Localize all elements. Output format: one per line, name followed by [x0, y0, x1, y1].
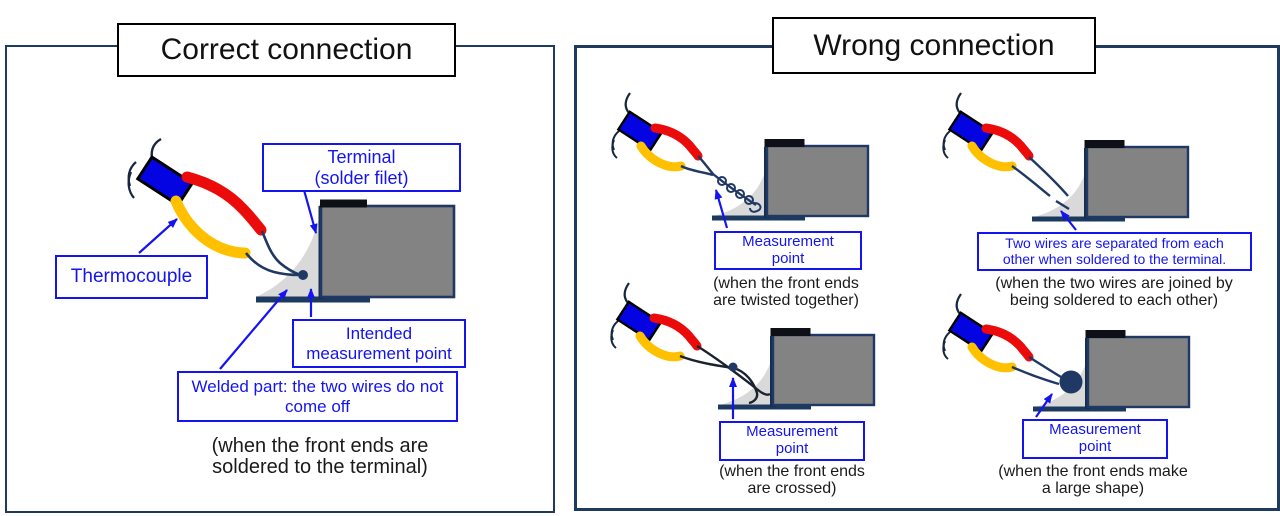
terminal-top-bar	[320, 199, 367, 208]
terminal-label-line1: Terminal	[327, 147, 396, 168]
weld-dot	[298, 270, 308, 280]
crossed-wire	[696, 344, 771, 396]
thermocouple-wire	[1028, 355, 1062, 379]
twist-loop	[735, 189, 745, 199]
thermocouple-body	[135, 154, 195, 208]
correct-panel-title: Correct connection	[117, 23, 456, 77]
terminal-block	[319, 204, 456, 299]
thermocouple-wire	[260, 230, 301, 277]
correct-caption: (when the front ends are soldered to the…	[195, 436, 445, 478]
cap-w2-line2: being soldered to each other)	[1009, 291, 1219, 309]
welded-label-line2: come off	[285, 396, 350, 416]
cap-w3-line1: (when the front ends	[719, 463, 865, 480]
cap-w3-line2: are crossed)	[747, 479, 837, 497]
cap-w2-line1: (when the two wires are joined by	[995, 275, 1233, 292]
twisted-caption: (when the front ends are twisted togethe…	[700, 275, 872, 310]
wrong-diagram-large-ball	[943, 294, 1191, 418]
twist-loop	[726, 183, 736, 193]
cap-w4-line1: (when the front ends make	[998, 463, 1188, 480]
twist-end-hook	[749, 202, 762, 213]
crossed-wire	[679, 354, 759, 405]
crossed-caption: (when the front ends are crossed)	[707, 463, 877, 498]
separated-wire-tip	[1055, 199, 1070, 211]
terminal-label-line2: (solder filet)	[314, 167, 409, 188]
welded-label-line1: Welded part: the two wires do not	[191, 377, 444, 397]
terminal-label: Terminal (solder filet)	[262, 143, 461, 192]
measurement-point-arrow	[1035, 393, 1053, 418]
thermocouple-wire	[1028, 156, 1069, 197]
cable-arc	[127, 171, 135, 199]
mp3-line2: point	[775, 440, 809, 457]
terminal	[1031, 328, 1191, 413]
correct-title-text: Correct connection	[160, 33, 413, 66]
mp4-line2: point	[1078, 438, 1112, 455]
thermocouple-arrow	[138, 218, 178, 254]
solder-fillet	[256, 208, 321, 297]
thermocouple-wire	[1011, 365, 1060, 386]
thermocouple-head	[611, 283, 697, 357]
cap-w1-line1: (when the front ends	[713, 275, 859, 292]
crossing-dot	[728, 362, 738, 372]
terminal-arrow	[302, 189, 318, 234]
welded-part-label: Welded part: the two wires do not come o…	[177, 371, 458, 422]
yellow-wire-sleeve	[170, 195, 251, 259]
thermocouple-label: Thermocouple	[55, 255, 208, 299]
separated-wires-label: Two wires are separated from each other …	[977, 232, 1252, 271]
terminal	[710, 137, 870, 222]
correct-caption-line1: (when the front ends are	[211, 435, 429, 457]
measurement-point-arrow	[714, 189, 729, 229]
thermocouple-label-text: Thermocouple	[70, 266, 193, 288]
mp4-line1: Measurement	[1049, 421, 1141, 439]
large-shape-caption: (when the front ends make a large shape)	[990, 463, 1196, 498]
cap-w1-line2: are twisted together)	[713, 291, 859, 309]
wrong-diagram-twisted	[612, 93, 870, 229]
intended-label-line2: measurement point	[306, 343, 452, 363]
thermocouple-wire	[1011, 165, 1051, 197]
thermocouple-head	[612, 93, 698, 167]
intended-label-line1: Intended	[345, 324, 413, 344]
thermocouple-wire	[680, 164, 714, 177]
cap-w4-line2: a large shape)	[1041, 479, 1145, 497]
wrong-diagram-separated	[943, 93, 1190, 231]
measurement-ball	[1059, 370, 1083, 394]
sep2-line1: Two wires are separated from each	[1005, 234, 1224, 251]
twist-loop	[744, 195, 754, 205]
wrong-title-text: Wrong connection	[813, 28, 1055, 62]
measurement-point-label-large-shape: Measurement point	[1022, 419, 1168, 459]
thermocouple-wire	[697, 155, 714, 175]
red-wire-sleeve	[181, 171, 267, 236]
measurement-point-label-twisted: Measurement point	[714, 231, 862, 270]
separated-wires-arrow	[1060, 210, 1077, 231]
terminal-baseline	[256, 296, 370, 303]
soldered-together-caption: (when the two wires are joined by being …	[984, 275, 1244, 310]
sep2-line2: other when soldered to the terminal.	[1002, 250, 1227, 267]
measurement-point-label-crossed: Measurement point	[719, 421, 865, 461]
thermocouple-wire	[244, 252, 299, 277]
twist-loop	[717, 176, 727, 186]
welded-part-arrow	[219, 289, 288, 370]
intended-measurement-point-label: Intended measurement point	[292, 319, 466, 368]
mp1-line1: Measurement	[742, 232, 834, 250]
mp1-line2: point	[771, 249, 805, 267]
wrong-diagram-crossed	[611, 283, 876, 419]
thermocouple-head	[943, 93, 1029, 167]
correct-caption-line2: soldered to the terminal)	[212, 456, 428, 478]
correct-diagram	[127, 137, 456, 370]
terminal	[716, 326, 876, 411]
wrong-panel-title: Wrong connection	[772, 17, 1096, 74]
mp3-line1: Measurement	[746, 423, 838, 441]
